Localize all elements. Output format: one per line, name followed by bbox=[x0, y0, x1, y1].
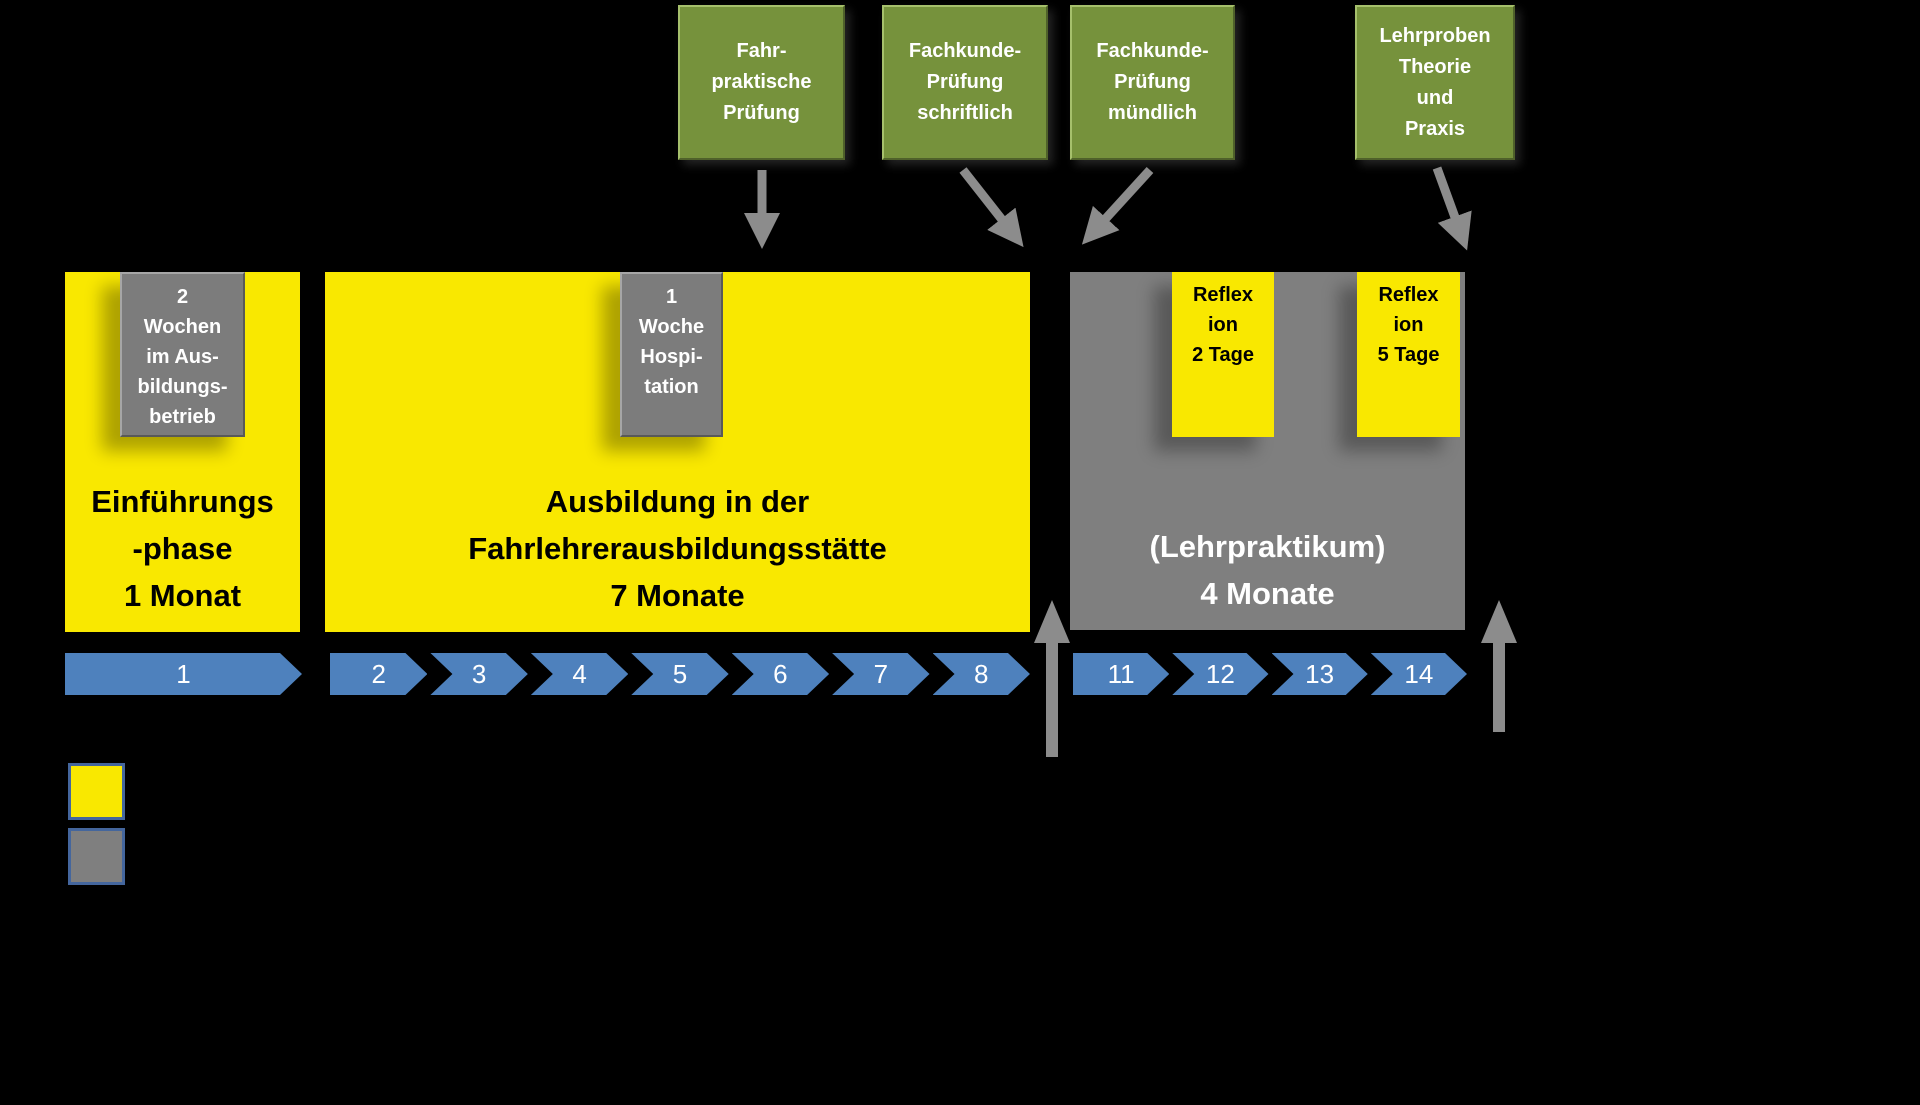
phase-ausbildungsstaette: 1 Woche Hospi- tation Ausbildung in der … bbox=[325, 272, 1030, 632]
timeline-group-1: 1 bbox=[65, 653, 302, 695]
exam-box-fachkunde-schriftlich: Fachkunde- Prüfung schriftlich bbox=[882, 5, 1048, 160]
phase-einfuehrungsphase: 2 Wochen im Aus- bildungs- betrieb Einfü… bbox=[65, 272, 300, 632]
timeline-step-4: 4 bbox=[531, 653, 628, 695]
inset-hospitation: 1 Woche Hospi- tation bbox=[620, 272, 723, 437]
exam-box-lehrproben: Lehrproben Theorie und Praxis bbox=[1355, 5, 1515, 160]
timeline-step-11: 11 bbox=[1073, 653, 1169, 695]
timeline-step-14: 14 bbox=[1371, 653, 1467, 695]
timeline-step-1: 1 bbox=[65, 653, 302, 695]
exam-box-fahrpraktische-pruefung: Fahr- praktische Prüfung bbox=[678, 5, 845, 160]
timeline-step-12: 12 bbox=[1172, 653, 1268, 695]
up-arrow-right bbox=[1481, 600, 1517, 732]
timeline-step-5: 5 bbox=[631, 653, 728, 695]
timeline-step-3: 3 bbox=[430, 653, 527, 695]
exam-box-fachkunde-muendlich: Fachkunde- Prüfung mündlich bbox=[1070, 5, 1235, 160]
phase-ausbildungsstaette-title: Ausbildung in der Fahrlehrerausbildungss… bbox=[468, 484, 887, 613]
inset-ausbildungsbetrieb: 2 Wochen im Aus- bildungs- betrieb bbox=[120, 272, 245, 437]
phase-einfuehrungsphase-title: Einführungs -phase 1 Monat bbox=[91, 484, 274, 613]
down-arrow-fachkunde-muendlich bbox=[1081, 166, 1154, 245]
legend-yellow-swatch bbox=[68, 763, 125, 820]
down-arrow-fachkunde-schriftlich bbox=[959, 167, 1024, 248]
timeline-step-7: 7 bbox=[832, 653, 929, 695]
up-arrow-mid bbox=[1034, 600, 1070, 757]
inset-reflexion-2-tage: Reflex ion 2 Tage bbox=[1172, 272, 1274, 437]
timeline-step-13: 13 bbox=[1272, 653, 1368, 695]
down-arrow-lehrproben bbox=[1432, 166, 1472, 251]
timeline-step-2: 2 bbox=[330, 653, 427, 695]
phase-lehrpraktikum: Reflex ion 2 Tage Reflex ion 5 Tage (Leh… bbox=[1070, 272, 1465, 630]
phase-lehrpraktikum-title: (Lehrpraktikum) 4 Monate bbox=[1149, 529, 1386, 611]
legend-gray-swatch bbox=[68, 828, 125, 885]
timeline-group-2: 2 3 4 5 6 7 8 bbox=[330, 653, 1030, 695]
inset-reflexion-5-tage: Reflex ion 5 Tage bbox=[1357, 272, 1460, 437]
timeline-step-6: 6 bbox=[732, 653, 829, 695]
timeline-step-8: 8 bbox=[933, 653, 1030, 695]
timeline-group-3: 11 12 13 14 bbox=[1073, 653, 1467, 695]
